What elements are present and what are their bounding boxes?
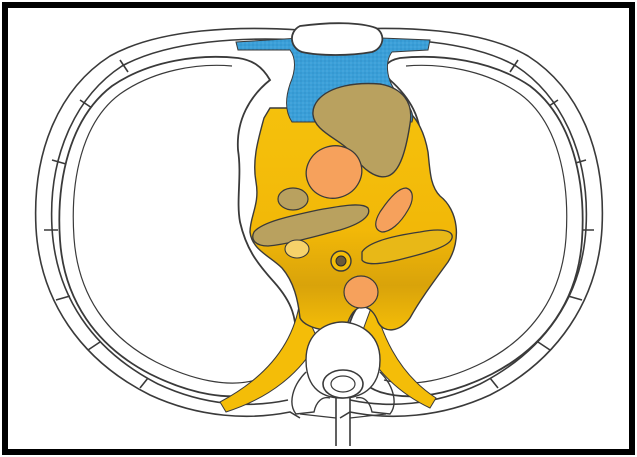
trachea-lumen xyxy=(336,256,346,266)
esophagus xyxy=(344,276,378,308)
sternum xyxy=(292,23,382,55)
azygos xyxy=(285,240,309,258)
spinal-canal xyxy=(331,376,355,392)
svc xyxy=(278,188,308,210)
